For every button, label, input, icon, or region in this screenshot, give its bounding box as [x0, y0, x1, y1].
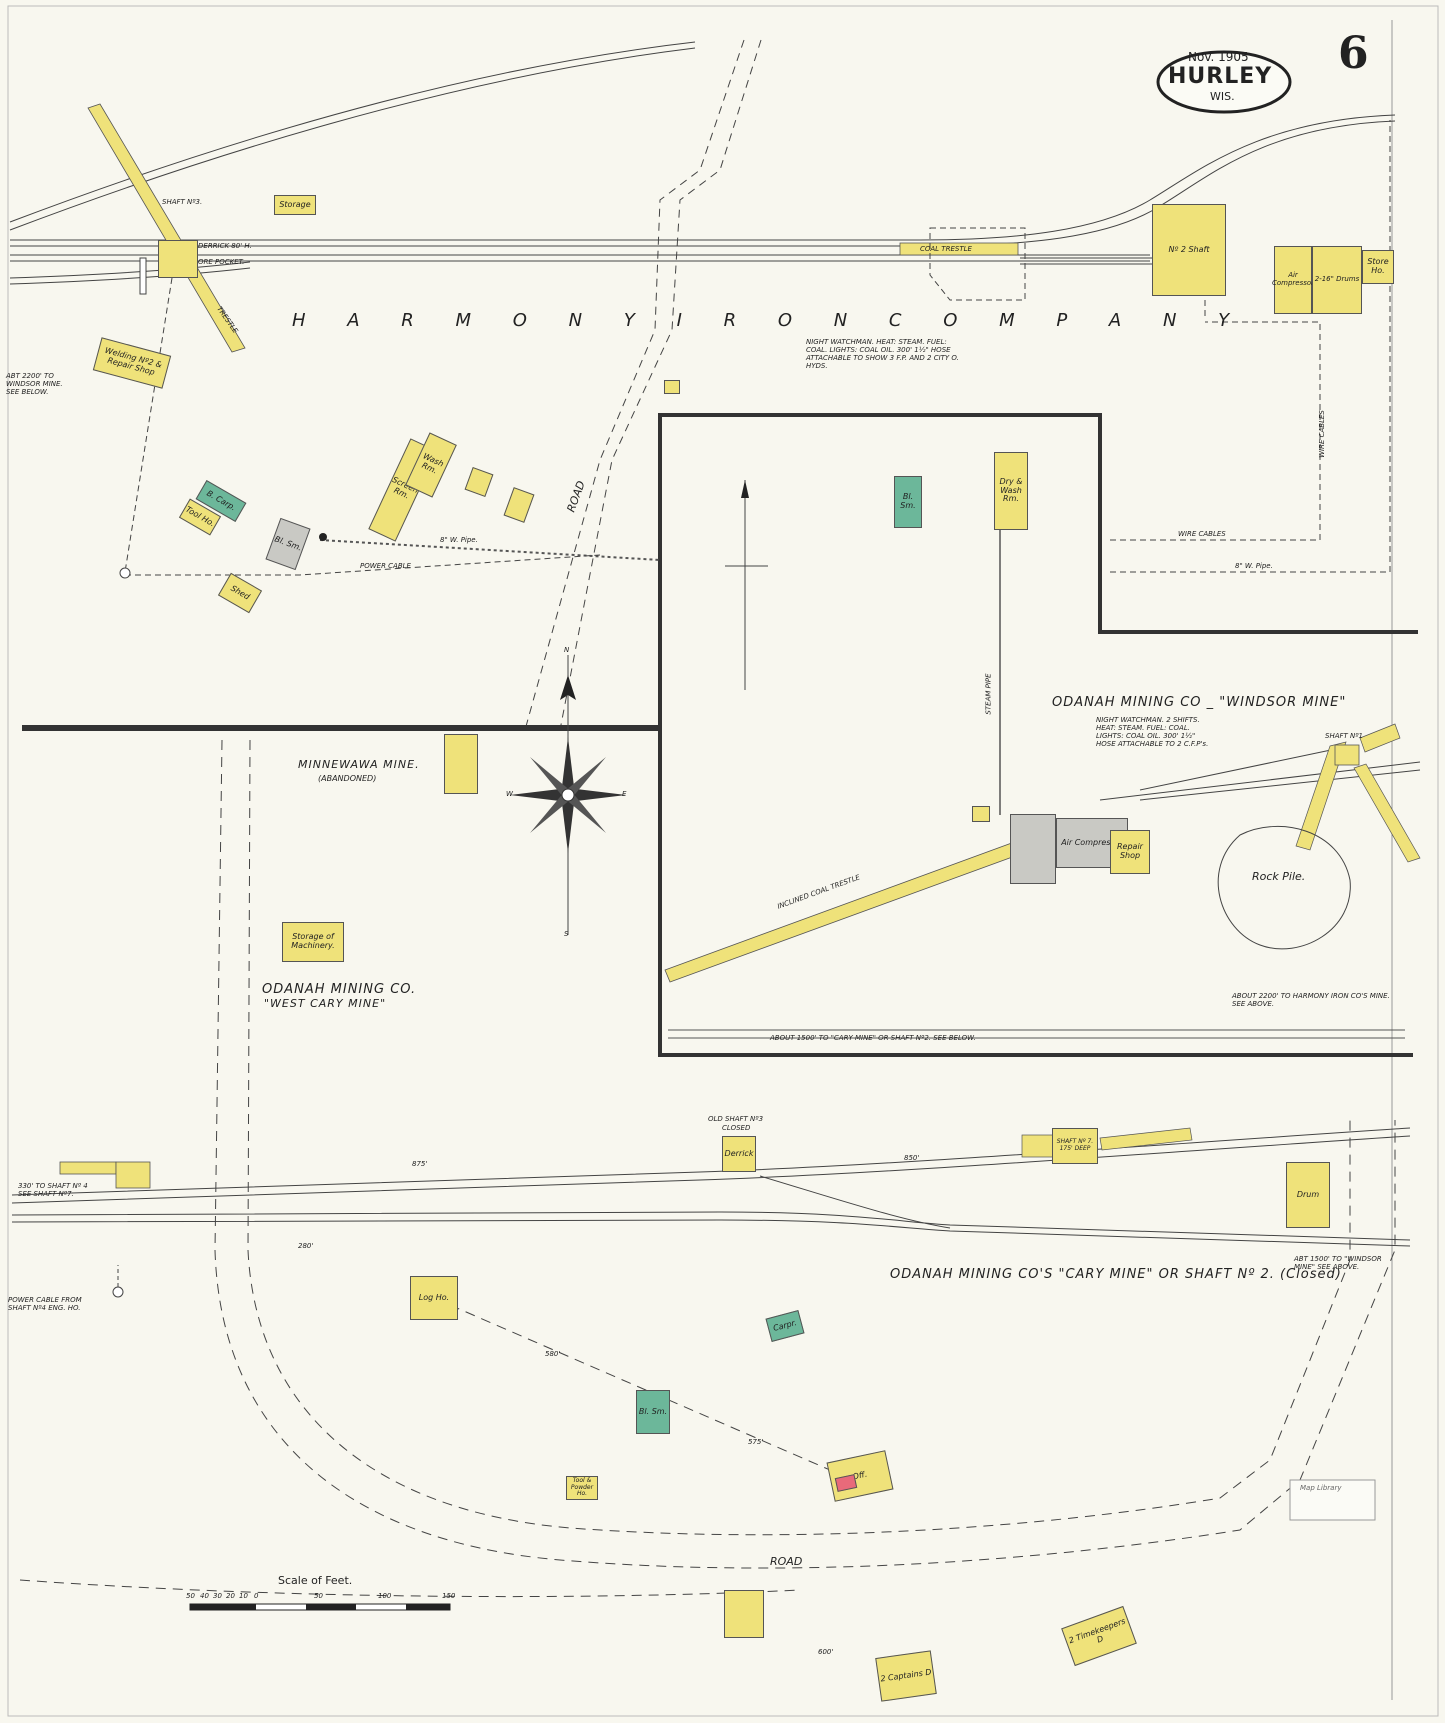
shaft1-label: SHAFT Nº1 — [1325, 732, 1364, 740]
compass-rose — [510, 655, 626, 935]
scale-tick: 0 — [254, 1592, 259, 1600]
small-shed-t — [664, 380, 680, 394]
compass-w: W — [506, 790, 513, 798]
tool-powder-house: Tool & Powder Ho. — [566, 1476, 598, 1500]
road-upper — [524, 39, 762, 731]
west-cary-subtitle: "WEST CARY MINE" — [264, 997, 387, 1010]
scale-tick: 20 — [226, 1592, 235, 1600]
west-cary-title: ODANAH MINING CO. — [262, 982, 417, 997]
windsor-repair-shop: Repair Shop — [1110, 830, 1150, 874]
shaft3-label: SHAFT Nº3. — [162, 198, 203, 206]
road-lower — [19, 739, 1396, 1598]
cary-mine-title: ODANAH MINING CO'S "CARY MINE" OR SHAFT … — [890, 1267, 1342, 1282]
coal-trestle-label: COAL TRESTLE — [920, 245, 972, 253]
derrick-ore-pocket — [158, 240, 198, 278]
harmony-iron-title: H A R M O N Y I R O N C O M P A N Y — [292, 310, 1248, 331]
compass-n: N — [564, 646, 570, 654]
water-pipe-label-2: 8" W. Pipe. — [1235, 562, 1273, 570]
scale-tick: 100 — [378, 1592, 392, 1600]
shaft-7-house: SHAFT Nº 7. 175' DEEP — [1052, 1128, 1098, 1164]
distance-850: 850' — [904, 1154, 920, 1162]
note-330: 330' TO SHAFT Nº 4 SEE SHAFT Nº7. — [18, 1182, 88, 1198]
distance-280: 280' — [298, 1242, 314, 1250]
header-oval — [1156, 50, 1292, 114]
old-shaft-label: OLD SHAFT Nº3 — [708, 1115, 764, 1123]
note-harmony: ABOUT 2200' TO HARMONY IRON CO'S MINE. S… — [1232, 992, 1390, 1008]
scale-tick: 40 — [200, 1592, 209, 1600]
minnewawa-title: MINNEWAWA MINE. — [298, 758, 420, 771]
wire-cables-label: WIRE CABLES — [1178, 530, 1226, 538]
distance-575: 575' — [748, 1438, 764, 1446]
wire-cables-label-2: WIRE CABLES — [1317, 410, 1326, 458]
blacksmith-shop-u: Bl. Sm. — [636, 1390, 670, 1434]
machinery-storage: Storage of Machinery. — [282, 922, 344, 962]
sheet-number: 6 — [1338, 28, 1369, 79]
ore-pocket-label: ORE POCKET. — [198, 258, 245, 266]
water-pipe-label: 8" W. Pipe. — [440, 536, 478, 544]
distance-600: 600' — [818, 1648, 834, 1656]
storage-building: Storage — [274, 195, 316, 215]
windsor-boundary — [658, 413, 1418, 730]
note-1500b: ABT 1500' TO "WINDSOR MINE" SEE ABOVE. — [1294, 1255, 1382, 1271]
windsor-mine-title: ODANAH MINING CO _ "WINDSOR MINE" — [1052, 695, 1347, 710]
derrick-building: Derrick — [722, 1136, 756, 1172]
map-library-stamp: Map Library — [1300, 1484, 1342, 1492]
compass-e: E — [622, 790, 627, 798]
scale-tick: 50 — [186, 1592, 195, 1600]
derrick-label: DERRICK 80' H. — [198, 242, 252, 250]
windsor-small-building — [972, 806, 990, 822]
inclined-coal-trestle — [664, 839, 1027, 983]
drum-building: Drum — [1286, 1162, 1330, 1228]
note-2200: ABT 2200' TO WINDSOR MINE. SEE BELOW. — [6, 372, 63, 396]
distance-875: 875' — [412, 1160, 428, 1168]
building-y — [724, 1590, 764, 1638]
shaft-house-c: Nº 2 Shaft — [1152, 204, 1226, 296]
compass-s: S — [564, 930, 569, 938]
windsor-engine-house — [1010, 814, 1056, 884]
note-1500: ABOUT 1500' TO "CARY MINE" OR SHAFT Nº2.… — [770, 1034, 976, 1042]
dry-and-wash-room: Dry & Wash Rm. — [994, 452, 1028, 530]
scale-bar — [189, 1603, 451, 1611]
minnewawa-subtitle: (ABANDONED) — [318, 774, 377, 783]
blacksmith-shop-l: Bl. Sm. — [894, 476, 922, 528]
town-name: HURLEY — [1168, 64, 1273, 89]
power-cable-from: POWER CABLE FROM SHAFT Nº4 ENG. HO. — [8, 1296, 82, 1312]
rock-pile-label: Rock Pile. — [1252, 870, 1306, 883]
steam-pipe-label: STEAM PIPE — [984, 673, 993, 715]
captains-dwelling: 2 Captains D — [875, 1650, 937, 1702]
road-label-lower: ROAD — [770, 1555, 803, 1568]
scale-tick: 50 — [314, 1592, 323, 1600]
minnewawa-building — [444, 734, 478, 794]
compressor-house-d: Air Compressor — [1272, 246, 1314, 314]
scale-tick: 150 — [442, 1592, 456, 1600]
harmony-note: NIGHT WATCHMAN. HEAT: STEAM. FUEL: COAL.… — [806, 338, 959, 370]
windsor-note: NIGHT WATCHMAN. 2 SHIFTS. HEAT: STEAM. F… — [1096, 716, 1209, 748]
old-shaft-closed-label: CLOSED — [722, 1124, 751, 1132]
engine-house: 2-16" Drums — [1312, 246, 1362, 314]
lower-railroad — [11, 1127, 1411, 1247]
map-date: Nov. 1905 — [1188, 50, 1249, 64]
scale-title: Scale of Feet. — [278, 1574, 353, 1587]
store-house: Store Ho. — [1362, 250, 1394, 284]
scale-tick: 10 — [239, 1592, 248, 1600]
log-house: Log Ho. — [410, 1276, 458, 1320]
state-name: WIS. — [1210, 90, 1235, 103]
scale-tick: 30 — [213, 1592, 222, 1600]
power-cable-label: POWER CABLE — [360, 562, 411, 570]
distance-580: 580' — [545, 1350, 561, 1358]
